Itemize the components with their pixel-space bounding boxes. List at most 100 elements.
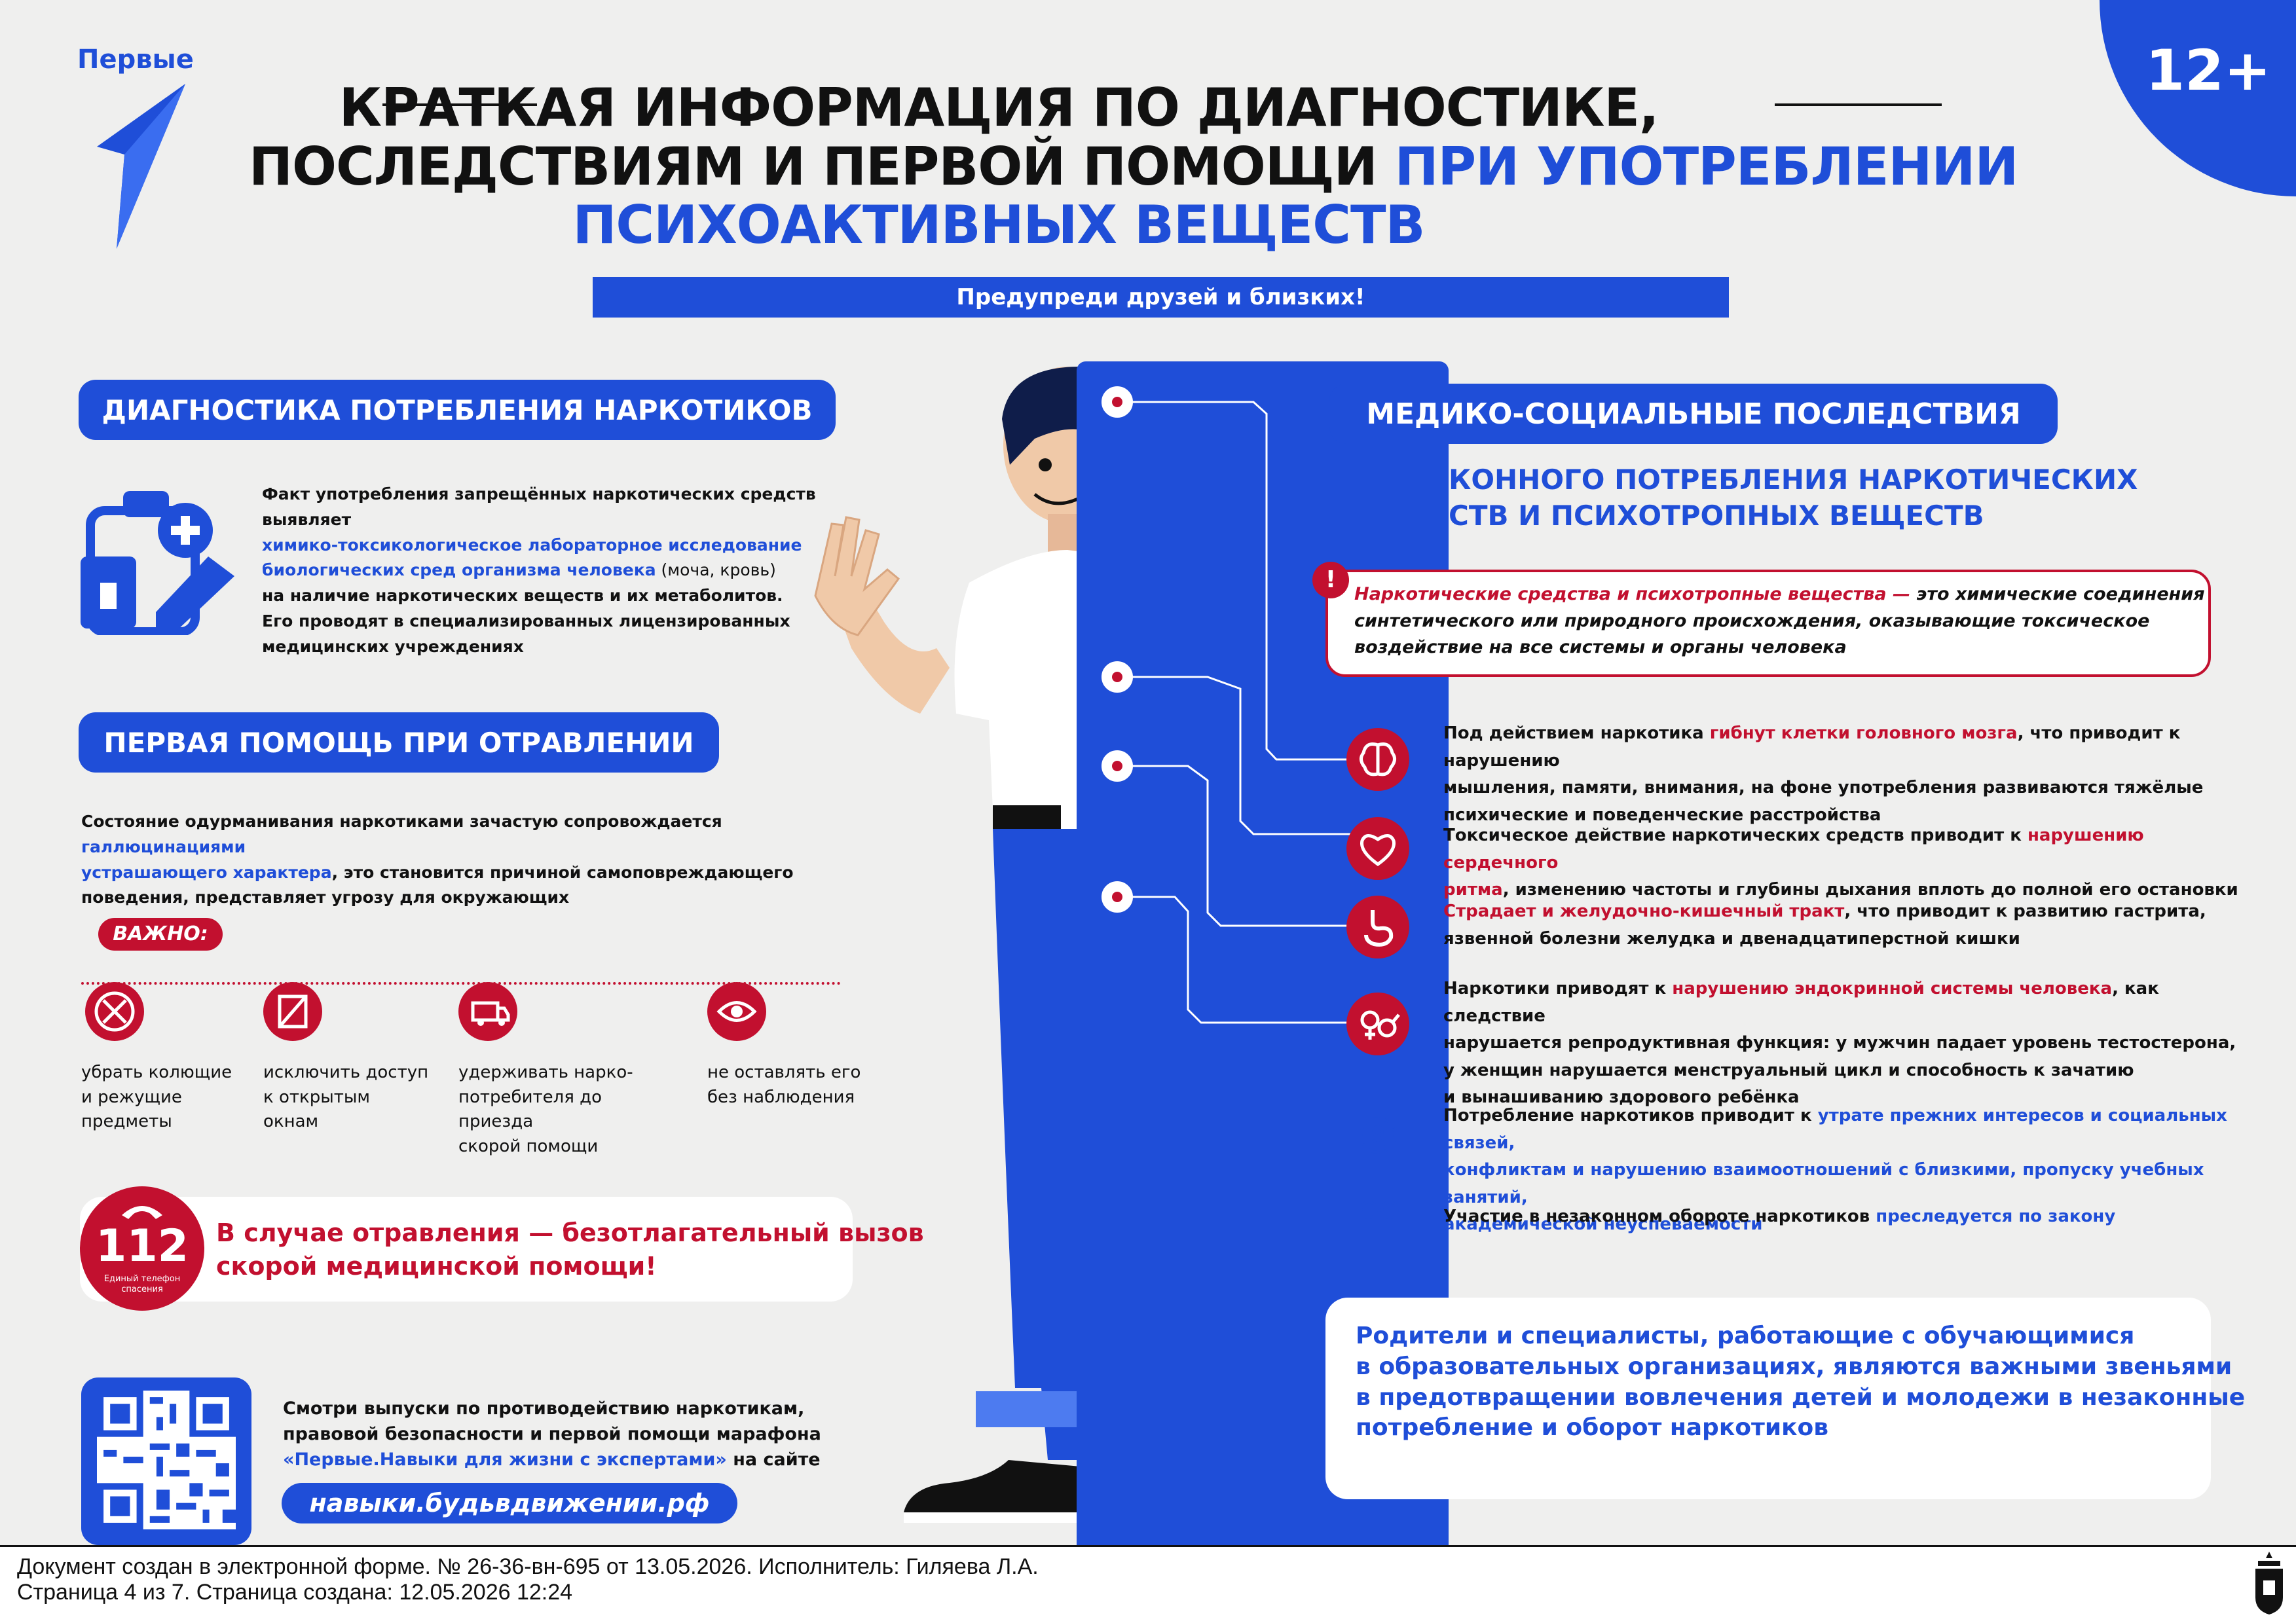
window-icon [263, 982, 322, 1041]
phone-icon [122, 1206, 162, 1219]
effect-highlight: преследуется по закону [1876, 1207, 2116, 1226]
connector-dot [1102, 661, 1133, 693]
document-footer [0, 1545, 2296, 1623]
heart-icon [1346, 817, 1409, 880]
first-aid-highlight: устрашающего характера [81, 862, 332, 882]
diagnostics-line: Его проводят в специализированных лиценз… [262, 611, 790, 630]
tips-divider [81, 982, 841, 985]
definition-line: воздействие на все системы и органы чело… [1354, 637, 1847, 657]
person-illustration [814, 367, 1120, 1523]
effect-text: Потребление наркотиков приводит к [1443, 1106, 1818, 1125]
effect-line: Потребление наркотиков приводит к утрате… [1443, 1103, 2268, 1157]
effect-text: Участие в незаконном обороте наркотиков [1443, 1207, 1876, 1226]
emergency-caption: Единый телефон спасения [80, 1274, 204, 1294]
effect-line: конфликтам и нарушению взаимоотношений с… [1443, 1160, 2204, 1207]
connector-dot [1102, 386, 1133, 418]
age-rating-badge: 12+ [2100, 0, 2296, 196]
people-circle-icon [1360, 1117, 1396, 1154]
tip-line: не оставлять его [707, 1063, 861, 1082]
definition-line: синтетического или природного происхожде… [1354, 610, 2150, 631]
effect-line: академической неуспеваемости [1443, 1214, 1763, 1235]
diagnostics-line: биологических сред организма человека (м… [262, 558, 851, 583]
important-label: ВАЖНО: [98, 918, 223, 951]
effect-line: психические и поведенческие расстройства [1443, 805, 1881, 825]
effect-line: нарушается репродуктивная функция: у муж… [1443, 1033, 2236, 1053]
tip-line: потребителя до приезда [458, 1087, 602, 1132]
definition-card [1325, 570, 2211, 677]
effect-brain: Под действием наркотика гибнут клетки го… [1443, 720, 2255, 829]
effect-heart: Токсическое действие наркотических средс… [1443, 822, 2255, 904]
tip-line: без наблюдения [707, 1087, 855, 1107]
effect-highlight: нарушению сердечного [1443, 826, 2144, 873]
effect-highlight: ритма [1443, 880, 1503, 900]
parents-line: потребление и оборот наркотиков [1356, 1414, 1829, 1442]
title-line-2: ПОСЛЕДСТВИЯМ И ПЕРВОЙ ПОМОЩИ ПРИ УПОТРЕБ… [249, 137, 2018, 196]
parents-line: в предотвращении вовлечения детей и моло… [1356, 1383, 2246, 1411]
emergency-caption-line: Единый телефон [103, 1274, 181, 1284]
diagnostics-note: (моча, кровь) [656, 560, 776, 580]
age-rating-text: 12+ [2145, 38, 2271, 103]
emergency-card [80, 1197, 853, 1302]
effect-line: у женщин нарушается менструальный цикл и… [1443, 1060, 2134, 1080]
ambulance-icon [458, 982, 517, 1041]
tip-label: убрать колющие и режущие предметы [81, 1061, 258, 1135]
definition-part: это химические соединения [1910, 584, 2205, 604]
handcuffs-icon [1360, 1201, 1399, 1228]
qr-text: Смотри выпуски по противодействию наркот… [283, 1396, 821, 1472]
tip-label: не оставлять его без наблюдения [707, 1061, 878, 1110]
page-title: КРАТКАЯ ИНФОРМАЦИЯ ПО ДИАГНОСТИКЕ, ПОСЛЕ… [249, 79, 2018, 255]
tip-label: исключить доступ к открытым окнам [263, 1061, 460, 1135]
effect-line: язвенной болезни желудка и двенадцатипер… [1443, 928, 2020, 949]
tip-line: окнам [263, 1112, 319, 1132]
title-rule-left [382, 103, 537, 106]
definition-line: Наркотические средства и психотропные ве… [1354, 581, 2206, 608]
diagnostics-line: на наличие наркотических веществ и их ме… [262, 586, 783, 605]
brain-icon [1346, 728, 1409, 791]
emergency-caption-line: спасения [121, 1284, 163, 1294]
footer-text: Документ создан в электронной форме. № 2… [17, 1554, 1039, 1605]
gender-icon [1346, 993, 1409, 1055]
emergency-number: 112 [96, 1220, 189, 1272]
first-aid-line: Состояние одурманивания наркотиками зача… [81, 809, 867, 860]
warning-banner: Предупреди друзей и близких! [593, 277, 1729, 318]
coat-of-arms-icon [2255, 1552, 2283, 1614]
effect-line: мышления, памяти, внимания, на фоне упот… [1443, 778, 2204, 798]
effect-line: Наркотики приводят к нарушению эндокринн… [1443, 976, 2255, 1030]
emergency-text: В случае отравления — безотлагательный в… [216, 1216, 924, 1284]
definition-term: Наркотические средства и психотропные ве… [1354, 584, 1910, 604]
title-line-2-blue: ПРИ УПОТРЕБЛЕНИИ [1394, 136, 2019, 197]
consequences-subtitle-line: КОННОГО ПОТРЕБЛЕНИЯ НАРКОТИЧЕСКИХ [1449, 464, 2138, 496]
qr-code-frame[interactable] [81, 1377, 251, 1545]
effect-line: Под действием наркотика гибнут клетки го… [1443, 720, 2255, 775]
diagnostics-line: медицинских учреждениях [262, 636, 524, 656]
emergency-112-badge: 112 Единый телефон спасения [80, 1186, 204, 1311]
diagnostics-line: Факт употребления запрещённых наркотичес… [262, 484, 816, 529]
parents-card [1325, 1298, 2211, 1499]
emergency-text-line: скорой медицинской помощи! [216, 1252, 657, 1281]
footer-line: Документ создан в электронной форме. № 2… [17, 1554, 1039, 1579]
tip-line: удерживать нарко- [458, 1063, 633, 1082]
effect-highlight: гибнут клетки головного мозга [1709, 723, 2018, 743]
tip-line: и режущие [81, 1087, 182, 1107]
connector-dot [1102, 750, 1133, 782]
effect-line: и вынашиванию здорового ребёнка [1443, 1087, 1800, 1108]
tip-line: убрать колющие [81, 1063, 232, 1082]
effect-text: , что приводит к развитию гастрита, [1844, 902, 2206, 921]
effect-line: ритма, изменению частоты и глубины дыхан… [1443, 877, 2255, 904]
site-link[interactable]: навыки.будьвдвижении.рф [282, 1483, 737, 1523]
stomach-icon [1346, 896, 1409, 958]
tip-line: к открытым [263, 1087, 371, 1107]
tip-label: удерживать нарко- потребителя до приезда… [458, 1061, 681, 1159]
qr-text-line: Смотри выпуски по противодействию наркот… [283, 1398, 805, 1419]
emergency-text-line: В случае отравления — безотлагательный в… [216, 1218, 924, 1247]
effect-endocrine: Наркотики приводят к нарушению эндокринн… [1443, 976, 2255, 1112]
diagnostics-heading: ДИАГНОСТИКА ПОТРЕБЛЕНИЯ НАРКОТИКОВ [79, 380, 836, 440]
first-aid-line: устрашающего характера, это становится п… [81, 860, 867, 886]
consequences-subtitle: КОННОГО ПОТРЕБЛЕНИЯ НАРКОТИЧЕСКИХ СТВ И … [1449, 462, 2138, 534]
tip-line: предметы [81, 1112, 172, 1132]
first-aid-plain: Состояние одурманивания наркотиками зача… [81, 812, 722, 831]
connector-lines [1117, 401, 1365, 1024]
effect-text: Под действием наркотика [1443, 723, 1710, 743]
logo-text: Первые [77, 45, 194, 75]
effect-law: Участие в незаконном обороте наркотиков … [1443, 1203, 2255, 1231]
